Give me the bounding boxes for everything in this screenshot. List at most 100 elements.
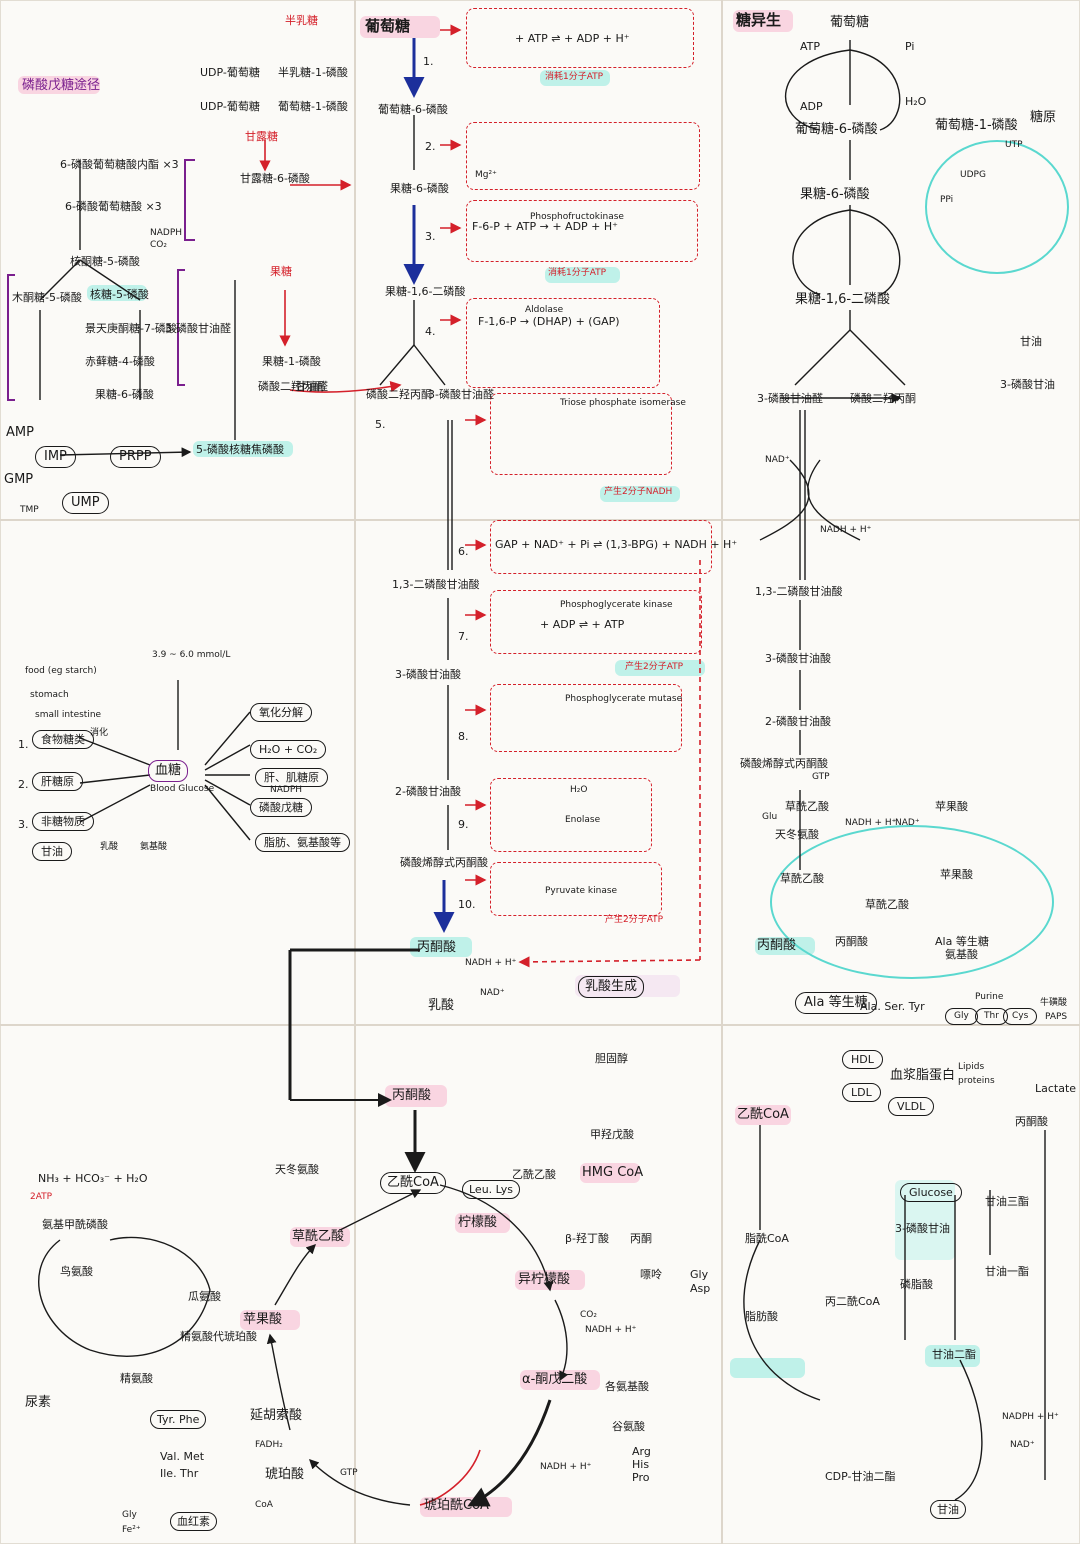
gng-pi: Pi	[905, 40, 915, 53]
teal-loop-gng	[770, 825, 1054, 979]
bg-num-3: 3.	[18, 818, 29, 831]
tca-co2: CO₂	[580, 1310, 597, 1320]
tca-aa-his: His	[632, 1458, 650, 1471]
step-10: 10.	[458, 898, 476, 911]
glyco-pk: Pyruvate kinase	[545, 886, 618, 896]
ppp-item-5: 景天庚酮糖-7-磷酸	[85, 322, 177, 335]
ppp-item-7: 赤藓糖-4-磷酸	[85, 355, 155, 368]
urea-6: 尿素	[25, 1395, 52, 1410]
tca-aa-all: 各氨基酸	[605, 1380, 649, 1393]
tca-isocitrate: 异柠檬酸	[518, 1272, 571, 1287]
fru-0: 果糖	[270, 265, 292, 278]
tca-aa-glu: 谷氨酸	[612, 1420, 645, 1433]
fold-h2	[0, 1024, 1080, 1026]
heme-heme: 血红素	[170, 1512, 217, 1532]
ppp-misc-nadph: NADPH	[150, 228, 183, 238]
hl-oaa	[290, 1227, 350, 1247]
tca-fadh2: FADH₂	[255, 1440, 283, 1450]
panel-bot-left	[0, 1025, 355, 1544]
gng-pg2: 2-磷酸甘油酸	[765, 715, 831, 728]
bg-range: 3.9 ~ 6.0 mmol/L	[152, 650, 231, 660]
fru-1: 果糖-1-磷酸	[262, 355, 321, 368]
heme-gly: Gly	[122, 1510, 137, 1520]
gng-gap: 3-磷酸甘油醛	[757, 392, 823, 405]
tca-chol: 胆固醇	[595, 1052, 628, 1065]
gng-pyruvate: 丙酮酸	[757, 938, 797, 953]
glyco-nad: NAD⁺	[480, 988, 505, 998]
glyco-nadh: NADH + H⁺	[465, 958, 517, 968]
tca-pyruvate: 丙酮酸	[392, 1088, 432, 1103]
bg-sink-0: 氧化分解	[250, 703, 312, 723]
gng-pg3: 3-磷酸甘油酸	[765, 652, 831, 665]
glyco-note-atp2: 消耗1分子ATP	[548, 268, 607, 278]
gng-atp: ATP	[800, 40, 821, 53]
udp-5: 甘露糖	[245, 130, 278, 143]
rxn-box-8	[490, 684, 682, 752]
fold-v2	[721, 0, 723, 1544]
glyco-pep: 磷酸烯醇式丙酮酸	[400, 856, 488, 869]
glyco-mutase: Phosphoglycerate mutase	[565, 694, 683, 704]
tca-aa-pro: Pro	[632, 1471, 650, 1484]
step-5: 5.	[375, 418, 386, 431]
nuc-imp: IMP	[35, 446, 76, 468]
rxn-box-10	[490, 862, 662, 916]
udp-6: 甘露糖-6-磷酸	[240, 172, 310, 185]
lip-lactate: Lactate	[1035, 1082, 1077, 1095]
bg-src-2: 非糖物质	[32, 812, 94, 832]
tca-acetylcoa: 乙酰CoA	[380, 1172, 446, 1194]
tca-aa-arg: Arg	[632, 1445, 651, 1458]
ppp-item-6: 3-磷酸甘油醛	[165, 322, 231, 335]
glyco-f16bp: 果糖-1,6-二磷酸	[385, 285, 466, 298]
ppp-item-8: 果糖-6-磷酸	[95, 388, 154, 401]
bg-intestine: small intestine	[35, 710, 102, 720]
urea-5: 精氨酸	[120, 1372, 153, 1385]
gng-h2o: H₂O	[905, 95, 927, 108]
hl-teal2	[193, 441, 293, 457]
rxn-box-4	[466, 298, 660, 388]
udp-0: UDP-葡萄糖	[200, 66, 260, 79]
step-2: 2.	[425, 140, 436, 153]
step-1: 1.	[423, 55, 434, 68]
nuc-gmp: GMP	[4, 472, 34, 487]
lip-glucose: Glucose	[900, 1183, 962, 1203]
nuc-ump: UMP	[62, 492, 109, 514]
ppp-misc-co2: CO₂	[150, 240, 167, 250]
urea-2: 鸟氨酸	[60, 1265, 93, 1278]
glyco-pyruvate: 丙酮酸	[417, 940, 457, 955]
lip-pyr: 丙酮酸	[1015, 1115, 1048, 1128]
gng-f16bp: 果糖-1,6-二磷酸	[795, 292, 891, 307]
bg-center: 血糖	[148, 760, 189, 782]
step-8: 8.	[458, 730, 469, 743]
hl-teal4	[545, 267, 620, 283]
gng-bpg: 1,3-二磷酸甘油酸	[755, 585, 843, 598]
udp-4: 葡萄糖-1-磷酸	[278, 100, 348, 113]
tca-aa-gly: Gly	[690, 1268, 709, 1281]
rxn-box-5	[490, 393, 672, 475]
tca-coa: CoA	[255, 1500, 273, 1510]
tca-acetone: 丙酮	[630, 1232, 652, 1245]
bg-src-4: 乳酸	[100, 842, 119, 852]
rxn-box-7	[490, 590, 702, 654]
urea-0: NH₃ + HCO₃⁻ + H₂O	[38, 1172, 148, 1185]
ppp-item-4: 核糖-5-磷酸	[90, 288, 149, 301]
lip-glycerol: 甘油	[930, 1500, 966, 1520]
gng-aa0: Ala 等生糖	[935, 935, 989, 948]
glyco-pg2: 2-磷酸甘油酸	[395, 785, 461, 798]
gng-g1p: 葡萄糖-1-磷酸	[935, 118, 1018, 133]
gng-glucose: 葡萄糖	[830, 15, 870, 30]
glyco-r6: GAP + NAD⁺ + Pi ⇌ (1,3-BPG) + NADH + H⁺	[495, 538, 738, 551]
tca-aa-tyrphe: Tyr. Phe	[150, 1410, 207, 1430]
bg-food: food (eg starch)	[25, 666, 97, 676]
bg-stomach: stomach	[30, 690, 69, 700]
bg-src-3: 甘油	[32, 842, 72, 862]
teal-loop-glycogen	[925, 140, 1069, 274]
hl-acoa	[735, 1105, 791, 1125]
hl-cit	[455, 1213, 510, 1233]
glyco-r1: + ATP ⇌ + ADP + H⁺	[515, 32, 630, 45]
hl-teal8	[925, 1345, 980, 1367]
gng-oaa: 草酰乙酸	[785, 800, 829, 813]
tca-hmgcoa: HMG CoA	[582, 1165, 644, 1180]
bg-src-5: 氨基酸	[140, 842, 168, 852]
